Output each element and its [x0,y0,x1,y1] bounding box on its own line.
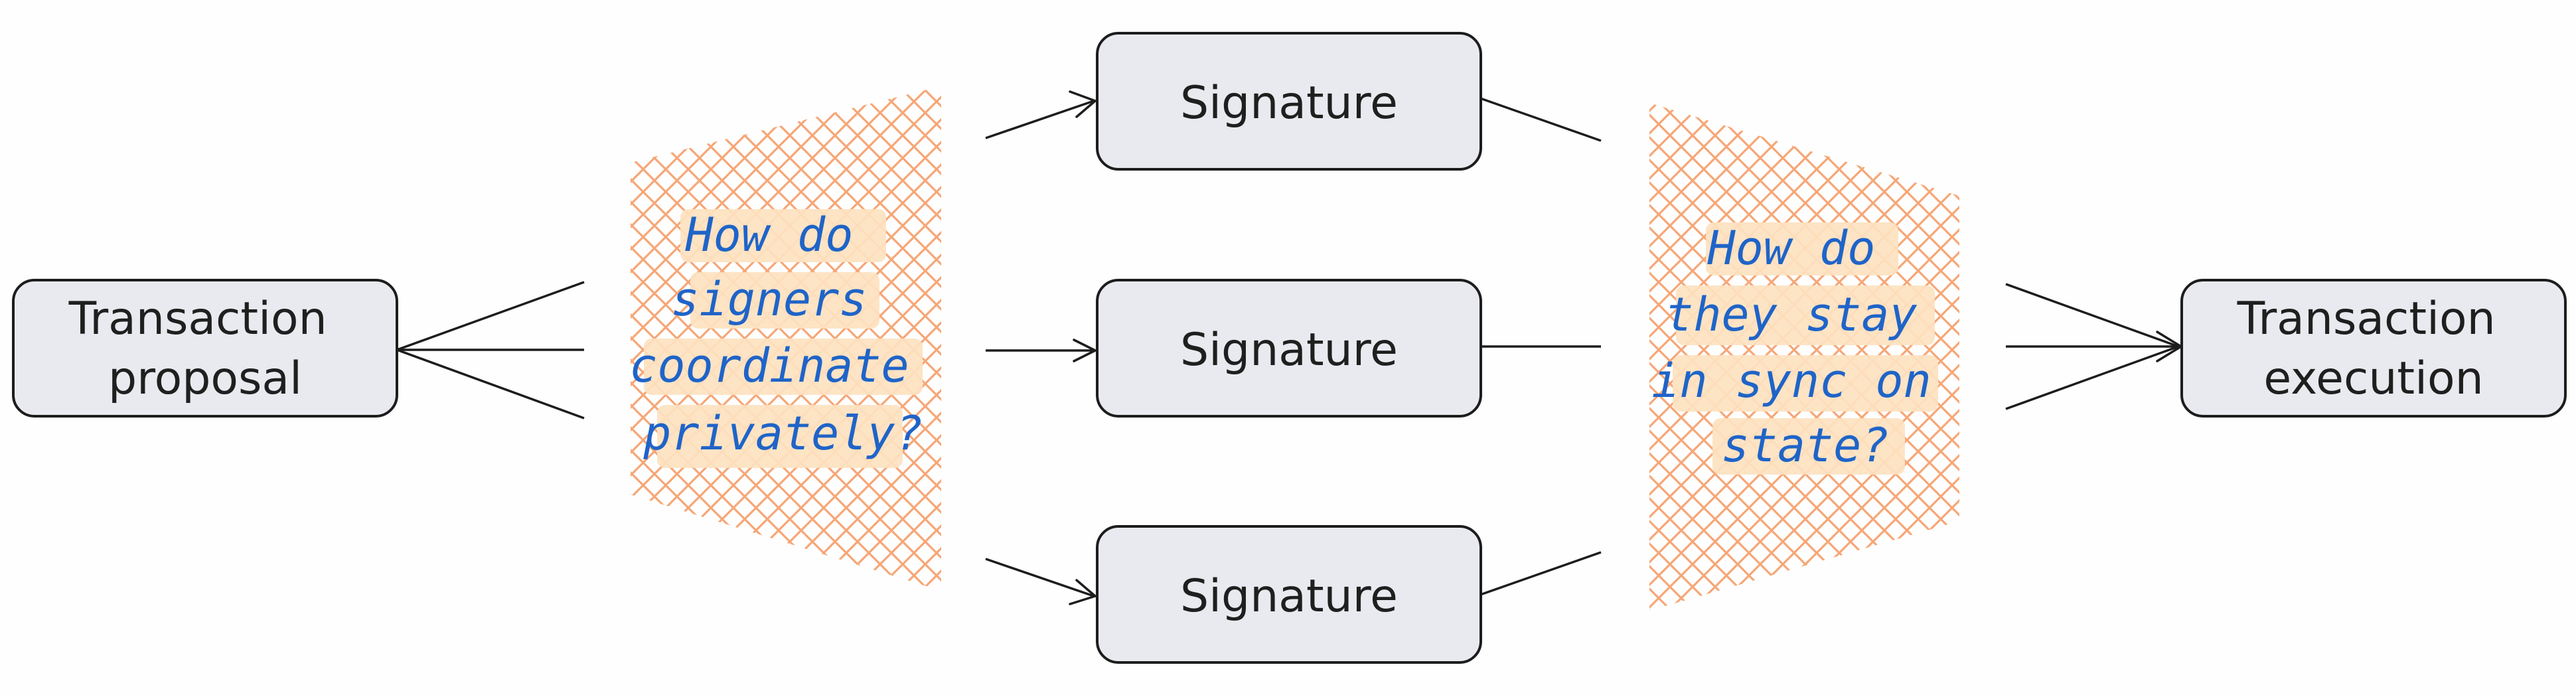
node-transaction-proposal: Transaction proposal [12,279,398,418]
svg-text:Transaction execution: Transaction execution [2237,293,2510,405]
question-state-sync-highlight [1673,222,1938,475]
question-state-sync-line-2: they stay [1665,287,1917,342]
question-coordination-line-1: How do [684,208,853,262]
question-state-sync-text: How do they stay in sync on state? [1651,221,1959,473]
question-coordination-text: How do signers coordinate privately? [629,208,937,461]
node-signature-middle-label: Signature [1180,324,1398,376]
node-signature-middle: Signature [1096,279,1482,418]
node-transaction-execution: Transaction execution [2180,279,2567,418]
node-signature-top-label: Signature [1180,77,1398,129]
edges-out-of-signatures [1479,97,1602,596]
node-proposal-line-2: proposal [108,352,302,405]
question-coordination-line-3: coordinate [629,339,909,393]
question-state-sync-line-3: in sync on [1651,354,1931,408]
node-execution-line-2: execution [2263,352,2483,405]
question-coordination-line-2: signers [671,272,867,327]
question-state-sync-line-4: state? [1722,418,1890,473]
node-signature-bottom: Signature [1096,525,1482,664]
node-execution-line-1: Transaction [2237,293,2496,345]
edges-into-execution [2005,283,2182,410]
question-coordination-line-4: privately? [643,406,923,461]
edges-from-proposal [396,281,585,420]
svg-text:Transaction proposal: Transaction proposal [68,293,342,405]
node-signature-bottom-label: Signature [1180,570,1398,623]
question-state-sync-line-1: How do [1706,221,1875,275]
node-signature-top: Signature [1096,32,1482,171]
node-proposal-line-1: Transaction [68,293,327,345]
edges-into-signatures [985,90,1097,605]
question-coordination-highlight [644,209,923,468]
